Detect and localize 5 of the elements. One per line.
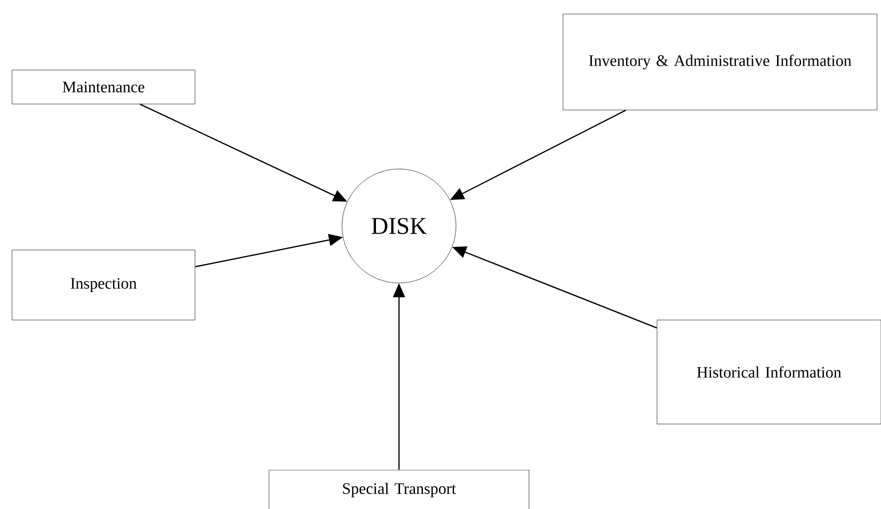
process-box: Special Transport	[268, 470, 530, 509]
process-box: Inspection	[12, 250, 196, 320]
process-box: Historical Information	[656, 320, 881, 424]
process-box: Maintenance	[12, 70, 196, 104]
process-box: Inventory & Administrative Information	[562, 14, 878, 110]
